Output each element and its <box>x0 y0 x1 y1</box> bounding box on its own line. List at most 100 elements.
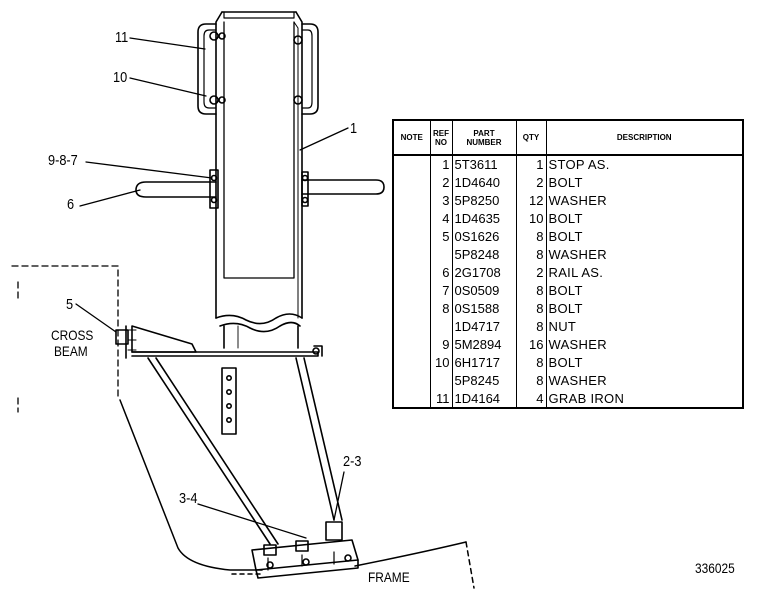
header-note: NOTE <box>394 121 431 156</box>
frame-label: FRAME <box>368 569 410 585</box>
cross-beam-label-line1: CROSS <box>51 327 94 343</box>
qty-cell: 8 <box>516 281 547 300</box>
qty-cell: 12 <box>516 191 547 210</box>
note-cell <box>394 263 431 282</box>
description-cell: STOP AS. <box>548 157 610 173</box>
ref-no-cell: 1 <box>430 155 453 174</box>
ref-no-cell: 7 <box>430 281 453 300</box>
callout-10: 10 <box>113 69 128 86</box>
note-cell <box>394 281 431 300</box>
note-cell <box>394 209 431 228</box>
frame-outline <box>119 399 475 589</box>
cross-beam-label-line2: BEAM <box>54 343 88 359</box>
part-number-cell: 0S1626 <box>452 227 517 246</box>
frame-mount <box>251 521 359 579</box>
part-number-cell: 5M2894 <box>452 335 517 354</box>
ref-no-cell: 9 <box>430 335 453 354</box>
ref-no-cell: 10 <box>430 353 453 372</box>
part-number-cell: 0S0509 <box>452 281 517 300</box>
ref-no-cell <box>430 245 453 264</box>
ref-no-cell <box>430 371 453 389</box>
mounting-bracket <box>115 325 323 359</box>
header-description: DESCRIPTION <box>546 121 742 156</box>
note-cell <box>394 227 431 246</box>
ref-no-cell: 11 <box>430 389 453 407</box>
leader-lines <box>75 37 349 539</box>
diagonal-braces <box>147 357 343 545</box>
part-number-cell: 0S1588 <box>452 299 517 318</box>
part-number-cell: 5P8245 <box>452 371 517 389</box>
ref-no-cell: 3 <box>430 191 453 210</box>
description-cell: BOLT <box>548 300 583 316</box>
note-cell <box>394 155 431 174</box>
part-number-cell: 5P8248 <box>452 245 517 264</box>
part-number-cell: 1D4717 <box>452 317 517 336</box>
description-cell: GRAB IRON <box>548 390 625 406</box>
qty-cell: 2 <box>516 173 547 192</box>
callout-11: 11 <box>115 29 129 46</box>
note-cell <box>394 173 431 192</box>
qty-cell: 16 <box>516 335 547 354</box>
description-cell: RAIL AS. <box>548 265 604 280</box>
note-cell <box>394 317 431 336</box>
qty-cell: 8 <box>516 353 547 372</box>
part-number-cell: 1D4635 <box>452 209 517 228</box>
note-cell <box>394 335 431 354</box>
callout-5: 5 <box>66 296 74 313</box>
callout-6: 6 <box>67 196 75 213</box>
note-cell <box>394 389 431 407</box>
ref-no-cell: 8 <box>430 299 453 318</box>
note-cell <box>394 371 431 389</box>
ref-no-cell: 5 <box>430 227 453 246</box>
note-cell <box>394 353 431 372</box>
splice-plate <box>221 367 237 435</box>
callout-2-3: 2-3 <box>343 453 362 470</box>
ref-no-cell: 4 <box>430 209 453 228</box>
qty-cell: 8 <box>516 245 547 264</box>
qty-cell: 2 <box>516 263 547 282</box>
callout-9-8-7: 9-8-7 <box>48 152 78 169</box>
description-cell: WASHER <box>548 193 607 209</box>
part-number-cell: 2G1708 <box>452 263 517 282</box>
ref-no-cell: 2 <box>430 173 453 192</box>
qty-cell: 10 <box>516 209 547 228</box>
description-cell: WASHER <box>548 336 607 352</box>
description-cell: BOLT <box>548 354 583 370</box>
description-cell: BOLT <box>548 229 583 245</box>
ref-no-cell <box>430 317 453 336</box>
description-cell: BOLT <box>548 175 583 191</box>
part-number-cell: 1D4640 <box>452 173 517 192</box>
rail-assembly <box>135 169 385 209</box>
description-cell: NUT <box>548 318 577 334</box>
part-number-cell: 5P8250 <box>452 191 517 210</box>
note-cell <box>394 299 431 318</box>
description-cell: WASHER <box>548 247 607 263</box>
part-number-cell: 1D4164 <box>452 389 517 407</box>
description-cell: BOLT <box>548 282 583 298</box>
grab-iron-right <box>293 23 319 115</box>
note-cell <box>394 191 431 210</box>
qty-cell: 8 <box>516 371 547 389</box>
ref-no-cell: 6 <box>430 263 453 282</box>
qty-cell: 1 <box>516 155 547 174</box>
cross-beam-outline <box>11 265 119 413</box>
description-cell: BOLT <box>548 211 583 227</box>
qty-cell: 8 <box>516 299 547 318</box>
